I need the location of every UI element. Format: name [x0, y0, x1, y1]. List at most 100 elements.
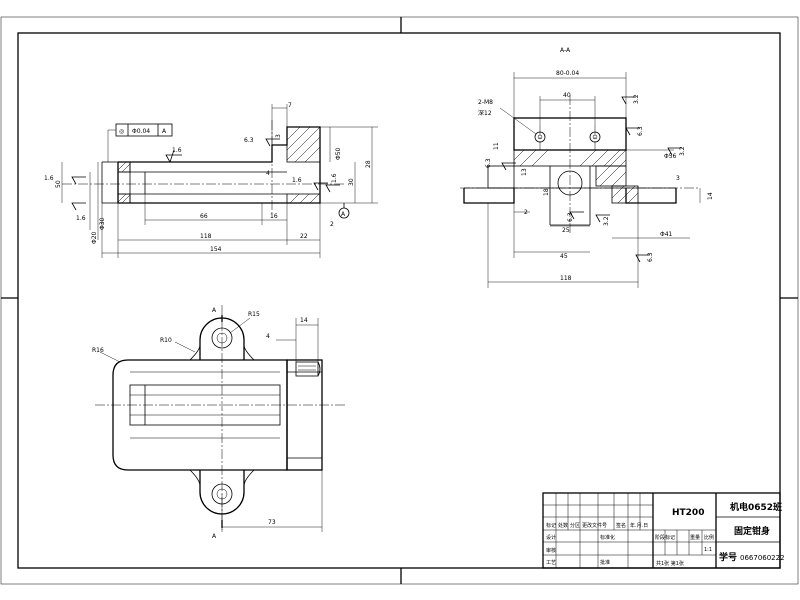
tb-design-label: 设计 — [546, 534, 556, 541]
top-view: A A R16 R10 R15 14 4 73 — [92, 305, 345, 540]
dim-154: 154 — [210, 246, 222, 253]
dim-14-sec: 14 — [707, 192, 714, 200]
dim-14-top: 14 — [300, 317, 308, 324]
tb-part-name: 固定钳身 — [734, 525, 770, 537]
tb-scale-label: 比例 — [704, 534, 714, 541]
dim-2: 2 — [330, 221, 334, 228]
svg-text:6.3: 6.3 — [485, 158, 492, 168]
section-mark-a-top: A — [212, 307, 217, 314]
svg-text:6.3: 6.3 — [244, 137, 254, 144]
dim-45: 45 — [560, 253, 568, 260]
title-block: 标记 处数 分区 更改文件号 签名 年.月.日 设计 标准化 审核 工艺 批准 … — [542, 492, 785, 569]
svg-text:1.6: 1.6 — [44, 175, 54, 182]
dim-40: 40 — [563, 92, 571, 99]
tolerance-value: Φ0.04 — [132, 128, 150, 135]
svg-text:3.2: 3.2 — [633, 94, 640, 104]
dim-r10: R10 — [160, 337, 172, 344]
dim-18: 18 — [543, 188, 550, 196]
top-main-body — [112, 359, 288, 471]
dim-118: 118 — [200, 233, 212, 240]
dim-22: 22 — [300, 233, 308, 240]
tb-zone-label: 分区 — [570, 522, 580, 529]
tb-scale-value: 1:1 — [704, 547, 712, 553]
dim-depth: 深12 — [478, 109, 492, 117]
dim-4-top: 4 — [266, 333, 270, 340]
datum-a-marker: A — [338, 203, 350, 219]
dim-11: 11 — [493, 142, 500, 150]
svg-text:3.2: 3.2 — [679, 146, 686, 156]
svg-text:1.6: 1.6 — [76, 215, 86, 222]
dim-118-sec: 118 — [560, 275, 572, 282]
svg-text:1.6: 1.6 — [292, 177, 302, 184]
tb-weight-label: 重量 — [690, 534, 700, 541]
tb-class-name: 机电0652班 — [730, 501, 782, 513]
tb-approve-label: 批准 — [600, 559, 610, 566]
front-dimensions: 7 3 Φ50 28 30 Φ20 Φ30 50 66 — [55, 102, 378, 258]
tb-process-label: 工艺 — [546, 560, 556, 566]
roughness-symbol-3: 1.6 — [71, 202, 86, 222]
front-view: ◎ Φ0.04 A 1.6 1.6 1.6 6.3 1.6 — [44, 102, 378, 258]
tb-student-id-label: 学号 — [719, 551, 737, 563]
tb-standard-label: 标准化 — [600, 534, 615, 541]
front-hatch-top — [286, 126, 321, 163]
dim-r16: R16 — [92, 347, 104, 354]
front-body-outline — [117, 126, 321, 204]
svg-text:6.3: 6.3 — [647, 252, 654, 262]
dim-13: 13 — [521, 168, 528, 176]
svg-text:6.3: 6.3 — [637, 126, 644, 136]
roughness-symbol-5: 1.6 — [292, 177, 328, 191]
dim-66: 66 — [200, 213, 208, 220]
section-hatch — [513, 149, 627, 187]
dim-r15: R15 — [248, 311, 260, 318]
dim-25: 25 — [562, 227, 570, 234]
roughness-symbol-6: 1.6 — [325, 173, 340, 193]
dim-3-sec: 3 — [676, 175, 680, 182]
section-bore — [557, 170, 583, 196]
dim-28: 28 — [365, 160, 372, 168]
dim-2m8: 2-M8 — [478, 99, 493, 106]
dim-phi41: Φ41 — [660, 231, 673, 238]
svg-text:3.2: 3.2 — [603, 216, 610, 226]
sheet-frame — [0, 16, 799, 585]
svg-text:6.3: 6.3 — [567, 212, 574, 222]
tb-student-id: 0667060222 — [740, 554, 785, 562]
dim-phi20: Φ20 — [91, 231, 98, 244]
tb-sheet-info: 共1张 第1张 — [656, 560, 684, 567]
dim-30: 30 — [348, 178, 355, 186]
dim-16: 16 — [270, 213, 278, 220]
section-mark-a-bottom: A — [212, 533, 217, 540]
svg-text:1.6: 1.6 — [172, 147, 182, 154]
section-dimensions: 80-0.04 40 2-M8 深12 11 13 18 2 25 45 Φ56… — [478, 70, 714, 288]
dim-3: 3 — [275, 134, 282, 138]
tb-doc-label: 更改文件号 — [582, 522, 607, 529]
roughness-symbol-4: 6.3 — [244, 137, 280, 147]
section-roughness: 3.2 6.3 3.2 6.3 6.3 3.2 6.3 — [485, 94, 686, 263]
tb-stage-label: 阶段标记 — [655, 534, 675, 541]
dim-phi30: Φ30 — [99, 217, 106, 230]
tb-count-label: 处数 — [558, 522, 568, 529]
section-label: A-A — [560, 47, 571, 54]
dim-7: 7 — [288, 102, 292, 109]
svg-text:A: A — [341, 211, 346, 218]
tb-material: HT200 — [672, 508, 704, 518]
dim-phi56: Φ56 — [664, 153, 677, 160]
roughness-symbol-2: 1.6 — [44, 175, 86, 185]
tb-date-label: 年.月.日 — [630, 522, 648, 529]
tolerance-symbol: ◎ — [119, 128, 124, 135]
dim-50: 50 — [55, 180, 62, 188]
tolerance-datum: A — [162, 128, 167, 135]
geometric-tolerance-frame: ◎ Φ0.04 A — [107, 123, 173, 162]
dim-phi50: Φ50 — [335, 147, 342, 160]
section-view-a-a: A-A — [460, 47, 714, 288]
tb-review-label: 审核 — [546, 547, 556, 554]
dim-2-sec: 2 — [524, 209, 528, 216]
dim-73: 73 — [268, 519, 276, 526]
dim-4: 4 — [266, 170, 270, 177]
dim-80: 80-0.04 — [556, 70, 579, 77]
roughness-symbol-1: 1.6 — [165, 147, 182, 163]
tb-mark-label: 标记 — [546, 522, 556, 529]
tb-sign-label: 签名 — [616, 522, 626, 529]
svg-text:1.6: 1.6 — [331, 173, 338, 183]
top-dimensions: R16 R10 R15 14 4 73 — [92, 311, 323, 532]
